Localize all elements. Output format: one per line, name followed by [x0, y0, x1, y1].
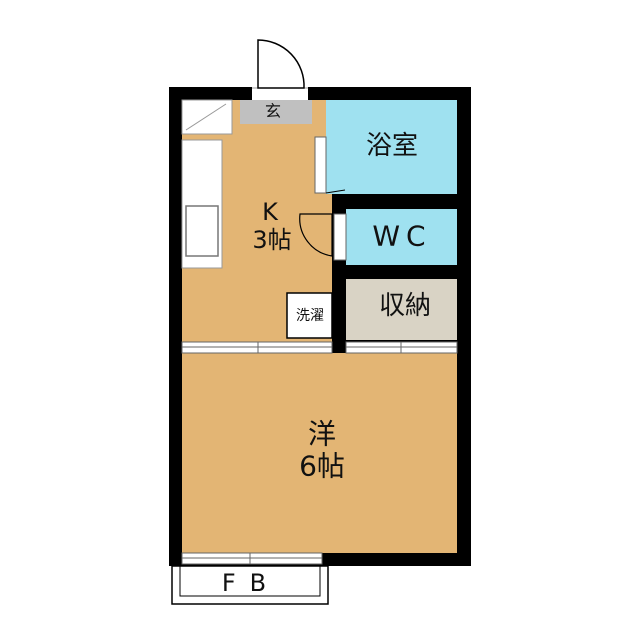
balcony-outline — [171, 565, 329, 605]
kitchen-label-size: 3帖 — [252, 226, 291, 254]
bathroom-floor — [326, 100, 457, 194]
storage-label: 収納 — [379, 291, 431, 321]
bathroom-door — [314, 136, 327, 194]
western-floor — [182, 353, 457, 553]
kitchen-door-swing — [299, 213, 333, 257]
genkan-label: 玄 — [265, 102, 281, 121]
entrance-door-swing — [257, 39, 305, 89]
wc-label: WC — [372, 220, 431, 253]
kitchen-sink — [185, 205, 219, 257]
western-label: 洋 — [308, 418, 336, 451]
laundry-pan — [286, 292, 333, 339]
western-label-size: 6帖 — [299, 450, 345, 483]
kitchen-label-k: K — [262, 198, 279, 226]
genkan-floor — [240, 100, 312, 124]
laundry-label: 洗濯 — [296, 308, 324, 324]
wc-door — [333, 213, 347, 261]
balcony-label: FB — [222, 569, 280, 597]
storage-floor — [346, 279, 457, 340]
wc-floor — [346, 209, 457, 265]
bathroom-label: 浴室 — [366, 131, 418, 161]
